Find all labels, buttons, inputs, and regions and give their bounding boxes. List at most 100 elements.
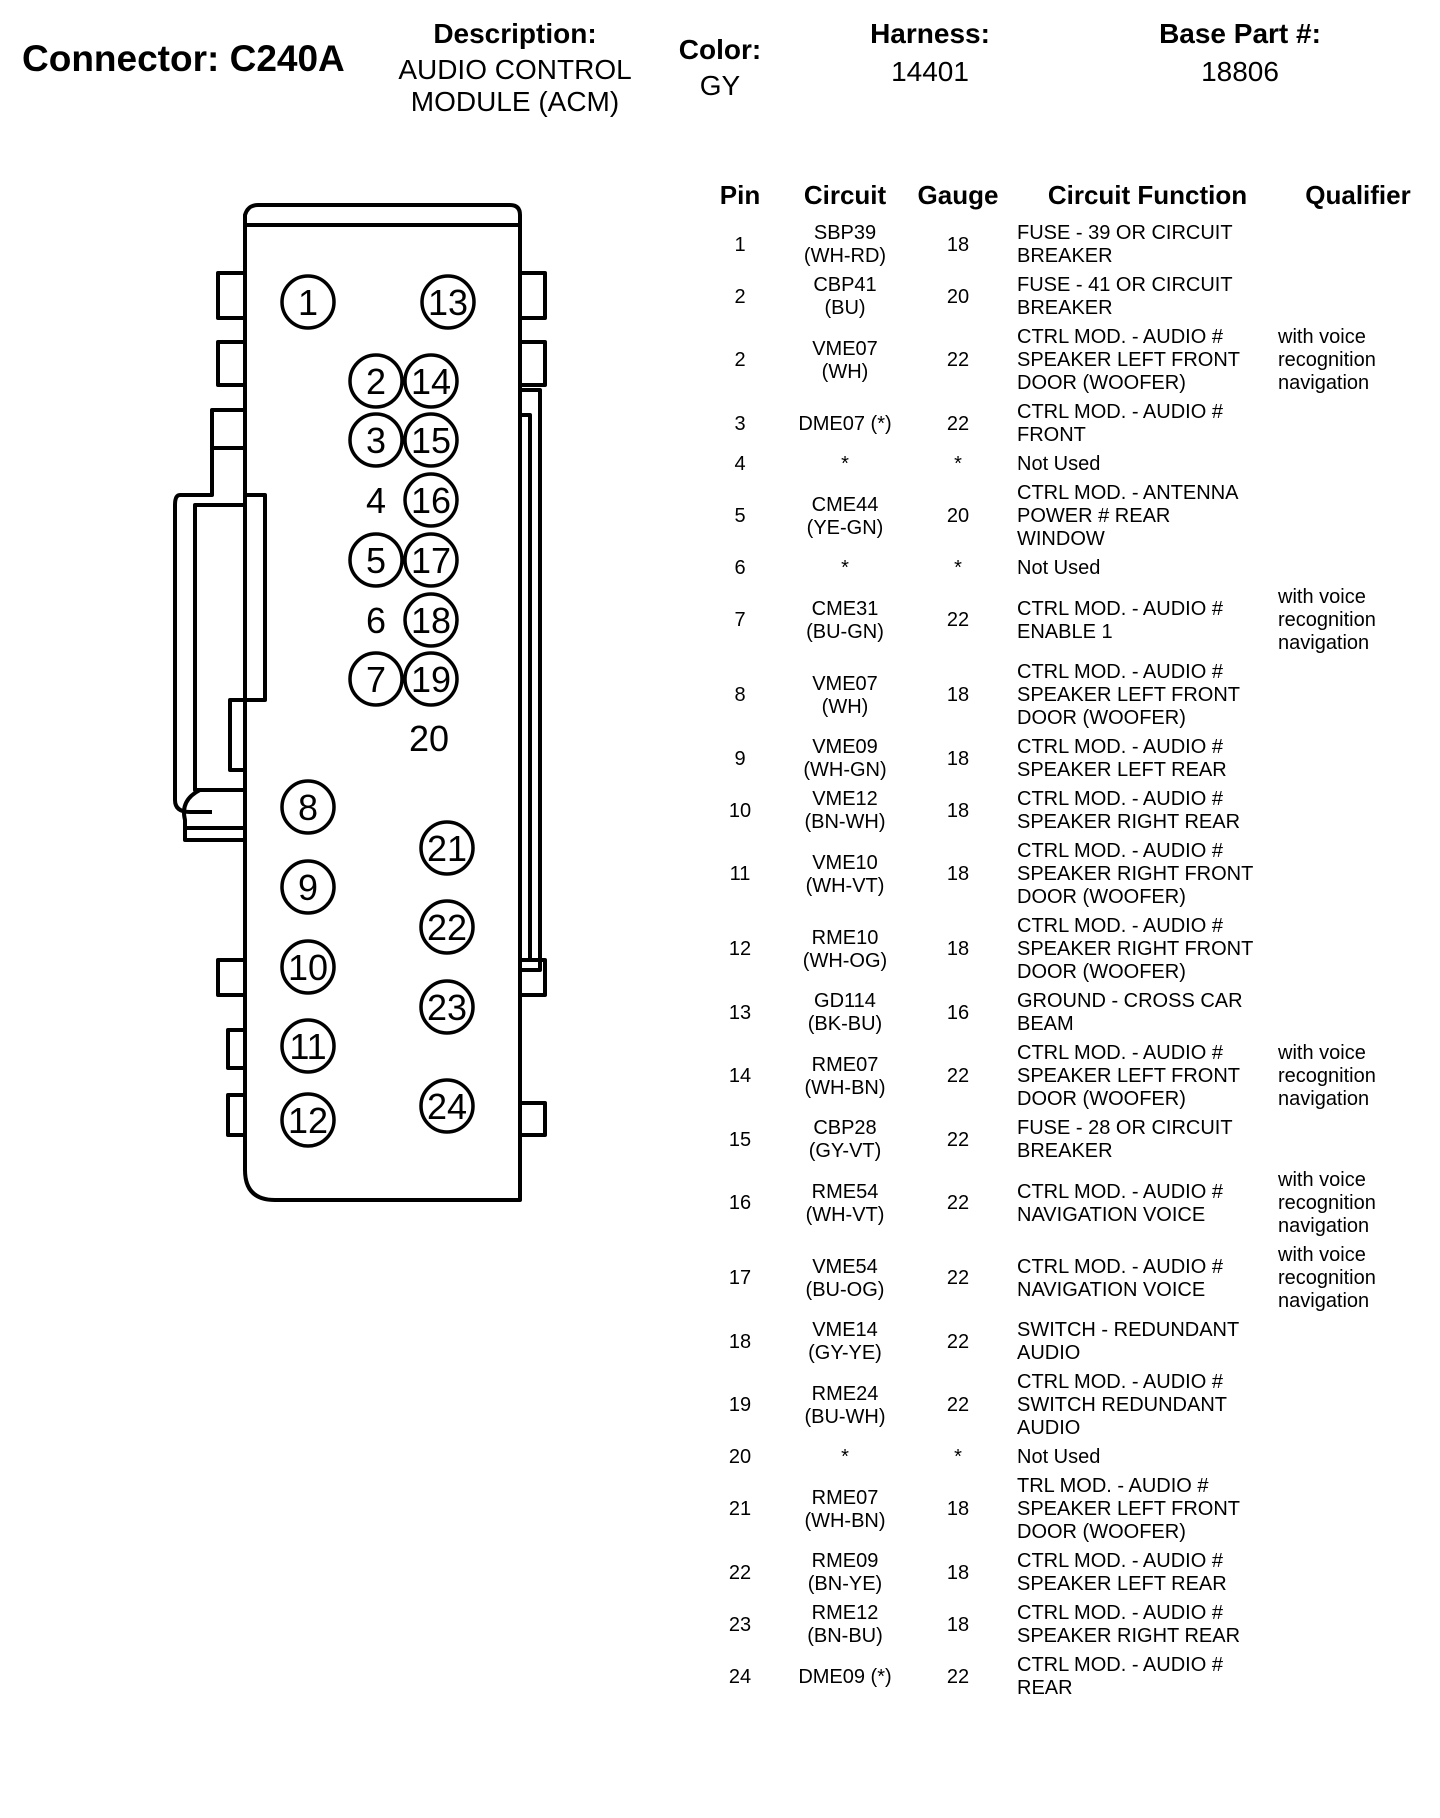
pin-label: 5	[366, 540, 386, 581]
qualifier-cell-line: with voice	[1278, 1244, 1366, 1266]
function-cell-line: FUSE - 39 OR CIRCUIT	[1017, 222, 1233, 244]
function-cell: CTRL MOD. - AUDIO #FRONT	[1001, 398, 1278, 450]
circuit-cell-line: VME54	[812, 1255, 878, 1278]
pin-circle	[280, 1018, 336, 1074]
circuit-cell-line: RME09	[811, 1550, 879, 1572]
pin-circle	[403, 412, 459, 468]
function-cell-line: FUSE - 41 OR CIRCUIT	[1017, 274, 1233, 296]
circuit-cell-line: RME54	[811, 1180, 879, 1203]
pin-label: 8	[298, 787, 318, 828]
pin-number-cell: 7	[734, 609, 746, 631]
circuit-cell-line: (WH-BN)	[804, 1076, 886, 1099]
pin-24: 24	[419, 1078, 475, 1134]
circuit-cell-line: RME07	[811, 1053, 879, 1076]
circuit-cell: RME07(WH-BN)	[775, 1472, 915, 1547]
pin-label: 24	[427, 1086, 467, 1127]
function-cell: CTRL MOD. - AUDIO #SPEAKER LEFT REAR	[1001, 1547, 1278, 1599]
function-cell-line: AUDIO	[1017, 1417, 1081, 1439]
function-cell-line: CTRL MOD. - AUDIO #	[1017, 788, 1223, 810]
pin-22: 22	[419, 899, 475, 955]
pin-circle	[419, 1078, 475, 1134]
pin-5: 5	[348, 532, 404, 588]
function-cell-line: BEAM	[1017, 1013, 1074, 1035]
function-cell-line: CTRL MOD. - AUDIO #	[1017, 736, 1223, 758]
pin-number-cell: 2	[734, 285, 746, 308]
base-part-value: 18806	[1201, 56, 1279, 87]
circuit-cell-line: (WH)	[821, 360, 869, 383]
circuit-cell: RME54(WH-VT)	[775, 1166, 915, 1241]
function-cell: Not Used	[1001, 1443, 1278, 1472]
circuit-cell: RME09(BN-YE)	[775, 1547, 915, 1599]
pin-circle	[419, 979, 475, 1035]
circuit-cell: RME24(BU-WH)	[775, 1368, 915, 1443]
qualifier-cell	[1278, 219, 1438, 271]
circuit-cell-line: (WH-GN)	[803, 759, 887, 781]
qualifier-cell	[1278, 912, 1438, 987]
function-cell-line: DOOR (WOOFER)	[1017, 707, 1186, 729]
circuit-cell-line: (WH-VT)	[805, 1203, 885, 1226]
gauge-cell: *	[954, 453, 962, 475]
function-cell-line: CTRL MOD. - AUDIO #	[1017, 1654, 1223, 1676]
circuit-cell-line: RME07	[811, 1486, 879, 1509]
gauge-cell: 22	[946, 1065, 970, 1087]
qualifier-cell	[1278, 271, 1438, 323]
pin-label: 17	[411, 540, 451, 581]
function-cell-line: WINDOW	[1017, 528, 1105, 550]
gauge-cell: 22	[946, 609, 970, 631]
pin-8: 8	[280, 779, 336, 835]
header-pin: Pin	[719, 180, 761, 210]
pin-number-cell: 11	[729, 863, 751, 885]
pin-circle	[280, 274, 336, 330]
qualifier-cell-line: navigation	[1278, 372, 1370, 394]
pin-number-cell: 18	[728, 1330, 752, 1353]
function-cell-line: CTRL MOD. - AUDIO #	[1017, 1550, 1223, 1572]
function-cell-line: CTRL MOD. - AUDIO #	[1017, 401, 1223, 423]
function-cell-line: CTRL MOD. - AUDIO #	[1017, 1255, 1223, 1278]
function-cell-line: BREAKER	[1017, 245, 1113, 267]
pin-9: 9	[280, 859, 336, 915]
function-cell: CTRL MOD. - AUDIO #SPEAKER RIGHT REAR	[1001, 1599, 1278, 1651]
pin-label: 21	[427, 828, 467, 869]
circuit-cell: DME09 (*)	[775, 1651, 915, 1703]
pin-label: 22	[427, 907, 467, 948]
description-line-2: MODULE (ACM)	[410, 86, 620, 117]
base-part-block: Base Part #: 18806	[1130, 18, 1350, 88]
pin-circle	[348, 651, 404, 707]
function-cell-line: CTRL MOD. - AUDIO #	[1017, 915, 1223, 937]
qualifier-cell-line: navigation	[1278, 1215, 1370, 1237]
gauge-cell: 22	[946, 1330, 970, 1353]
pin-label: 12	[288, 1100, 328, 1141]
pin-6: 6	[366, 600, 386, 641]
function-cell-line: DOOR (WOOFER)	[1017, 1088, 1186, 1110]
circuit-cell: CBP28(GY-VT)	[775, 1114, 915, 1166]
pin-number-cell: 23	[728, 1613, 752, 1636]
pin-7: 7	[348, 651, 404, 707]
qualifier-cell	[1278, 554, 1438, 583]
function-cell-line: SWITCH REDUNDANT	[1017, 1394, 1227, 1416]
circuit-cell: RME07(WH-BN)	[775, 1039, 915, 1114]
function-cell-line: NAVIGATION VOICE	[1017, 1278, 1206, 1301]
qualifier-cell	[1278, 837, 1438, 912]
circuit-cell-line: (BN-BU)	[807, 1625, 883, 1647]
circuit-cell: GD114(BK-BU)	[775, 987, 915, 1039]
pin-label: 1	[298, 282, 318, 323]
pin-label: 4	[366, 480, 386, 521]
pin-12: 12	[280, 1092, 336, 1148]
qualifier-cell-line: with voice	[1278, 586, 1366, 608]
pin-circle	[280, 779, 336, 835]
pin-circle	[403, 592, 459, 648]
function-cell-line: SPEAKER RIGHT FRONT	[1017, 863, 1254, 885]
function-cell-line: REAR	[1017, 1677, 1073, 1699]
pin-number-cell: 20	[728, 1446, 752, 1468]
